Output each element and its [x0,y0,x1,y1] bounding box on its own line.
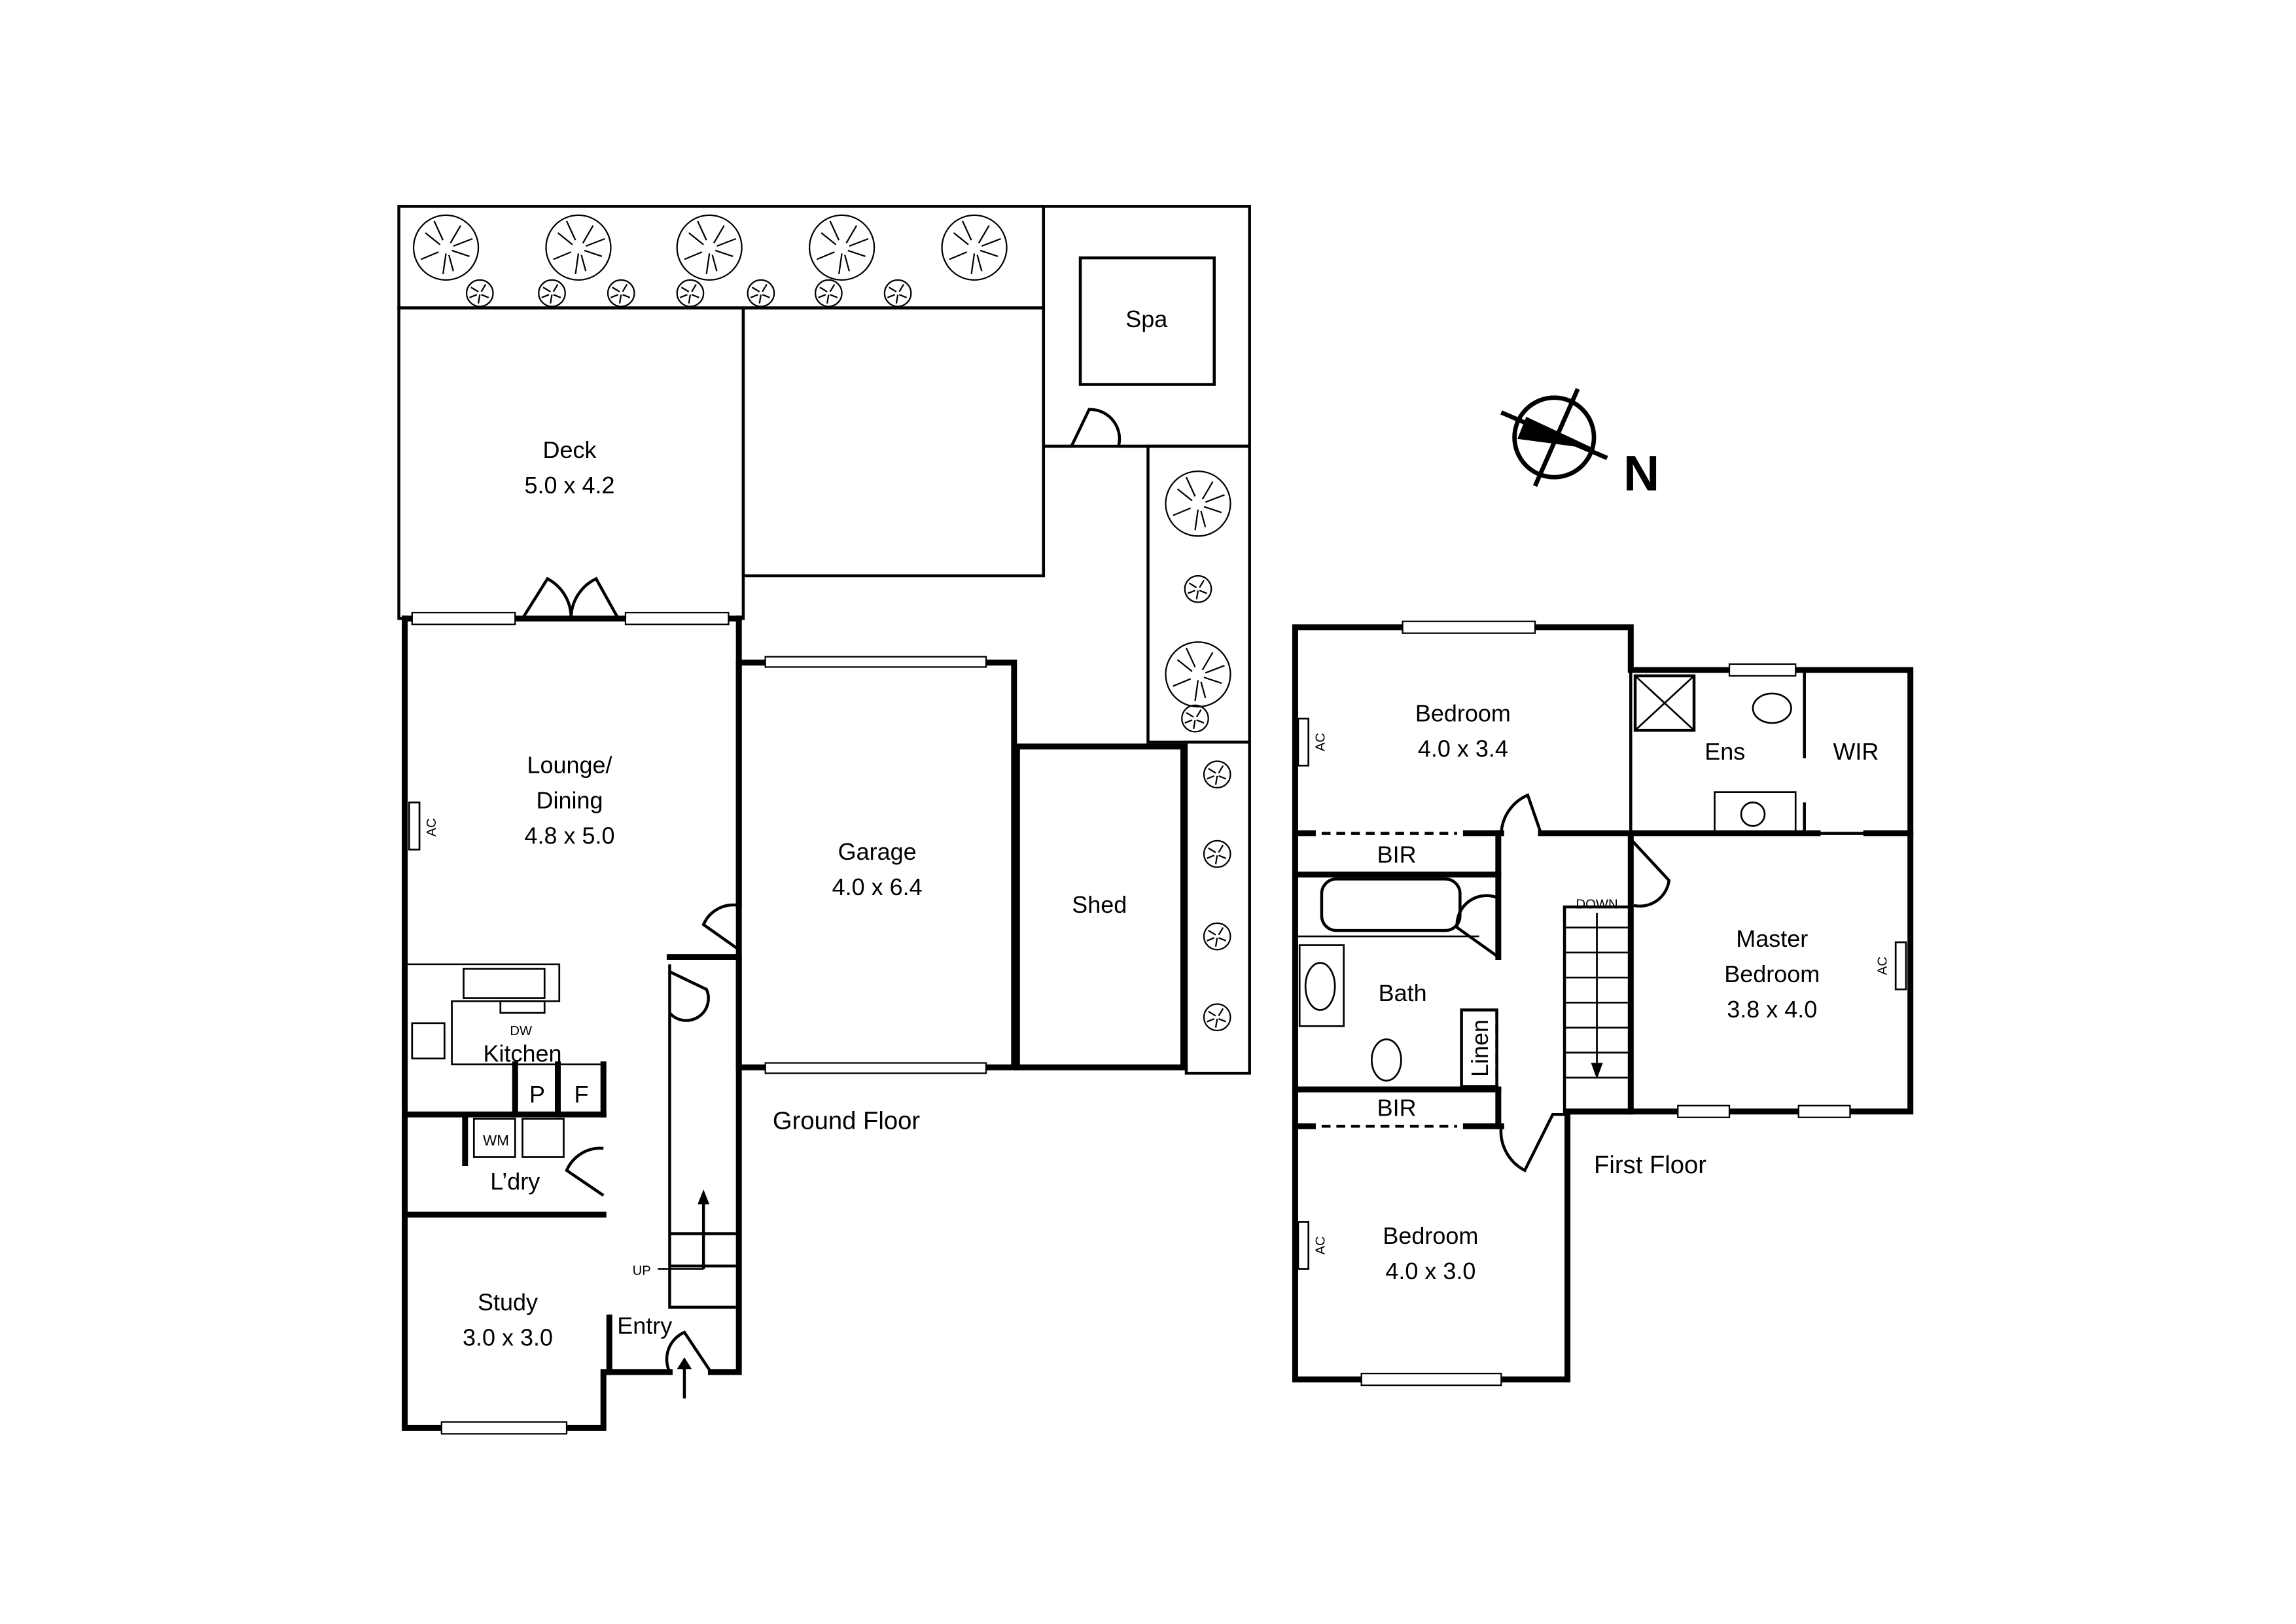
ac-label: AC [425,819,439,837]
room-label-entry: Entry [617,1312,672,1339]
room-label-ensuite: Ens [1704,738,1745,765]
ac-unit [1297,717,1310,767]
room-label-bath: Bath [1379,980,1427,1006]
garden-bed-side-lower [1184,740,1251,1075]
ac-unit [1894,941,1907,991]
room-label-spa: Spa [1125,306,1167,332]
room-label-lounge: Lounge/ [527,751,612,778]
garden-bed-side [1146,444,1251,744]
bedroom-door [1499,1112,1568,1173]
french-door [521,576,620,620]
room-label-laundry: L’dry [490,1168,540,1195]
arrow-icon [677,1357,692,1369]
dishwasher-label: DW [510,1024,533,1038]
window [1402,620,1536,634]
staircase [1563,905,1633,1115]
arrow-icon [1591,1063,1603,1080]
window [624,612,730,626]
toilet-icon [1371,1038,1402,1082]
room-size-bedroom-top: 4.0 x 3.4 [1418,735,1508,762]
vanity-icon [1714,791,1797,834]
room-size-study: 3.0 x 3.0 [463,1324,553,1350]
room-label-master-bedroom: Bedroom [1724,961,1820,987]
window [440,1421,568,1435]
window [411,612,516,626]
room-label-wir: WIR [1833,738,1879,765]
washing-machine [472,1118,516,1158]
window [1677,1104,1731,1118]
ac-unit [1297,1221,1310,1270]
ac-unit [408,802,421,851]
cooktop-icon [411,1022,446,1060]
window [1360,1373,1502,1386]
window [1728,663,1797,677]
room-label-deck: Deck [543,436,597,463]
shower-icon [1633,674,1696,732]
ground-floor-title: Ground Floor [773,1107,920,1135]
room-label-linen: Linen [1466,1019,1493,1077]
master-door [1629,838,1671,908]
toilet-icon [1752,692,1792,724]
compass-icon: N [1500,387,1659,502]
ground-floor: Deck 5.0 x 4.2 Spa Lounge/ Dining 4.8 x … [397,205,1251,1435]
room-size-bedroom-bottom: 4.0 x 3.0 [1385,1258,1475,1284]
room-size-master: 3.8 x 4.0 [1727,996,1817,1023]
ac-label: AC [1313,1236,1328,1254]
first-floor: Bedroom 4.0 x 3.4 Ens WIR BIR Bath Linen… [1292,620,1914,1386]
sink-icon [463,968,546,999]
window [1797,1104,1851,1118]
first-floor-title: First Floor [1594,1151,1706,1179]
room-label-bedroom-top: Bedroom [1415,700,1511,727]
room-label-garage: Garage [838,838,917,865]
courtyard [741,306,1046,578]
arrow-icon [698,1189,710,1205]
room-label-dining: Dining [537,786,603,813]
room-label-bedroom-bottom: Bedroom [1383,1222,1478,1249]
shed [1014,743,1186,1070]
bath-door [1455,894,1500,959]
ac-label: AC [1313,733,1328,751]
room-label-kitchen: Kitchen [484,1040,562,1067]
garden-bed-top [397,205,1046,309]
pantry-label: P [529,1081,545,1108]
spa [1078,256,1216,386]
washing-machine-label: WM [483,1132,509,1148]
fridge-label: F [574,1081,589,1108]
stairs-up-label: UP [633,1263,651,1278]
garage-door [701,903,740,951]
laundry-door [565,1146,605,1197]
garage-door-top [764,656,987,668]
room-label-bir-top: BIR [1377,841,1417,868]
gate-door [1043,408,1250,448]
dishwasher [499,1000,546,1014]
room-label-bir-bottom: BIR [1377,1094,1417,1121]
room-size-lounge: 4.8 x 5.0 [525,822,615,849]
ac-label: AC [1876,957,1890,975]
room-size-deck: 5.0 x 4.2 [525,472,615,499]
garage-door-bottom [764,1062,987,1074]
north-label: N [1623,446,1659,502]
entry-door [665,1330,713,1373]
stairs-down-label: DOWN [1576,897,1618,911]
room-label-shed: Shed [1072,891,1127,918]
bedroom-door [1500,793,1911,835]
room-size-garage: 4.0 x 6.4 [832,874,923,900]
laundry-tub [521,1118,565,1158]
basin-icon [1298,944,1345,1027]
room-label-master: Master [1736,925,1808,952]
room-label-study: Study [478,1288,538,1315]
bathtub-icon [1320,877,1462,932]
